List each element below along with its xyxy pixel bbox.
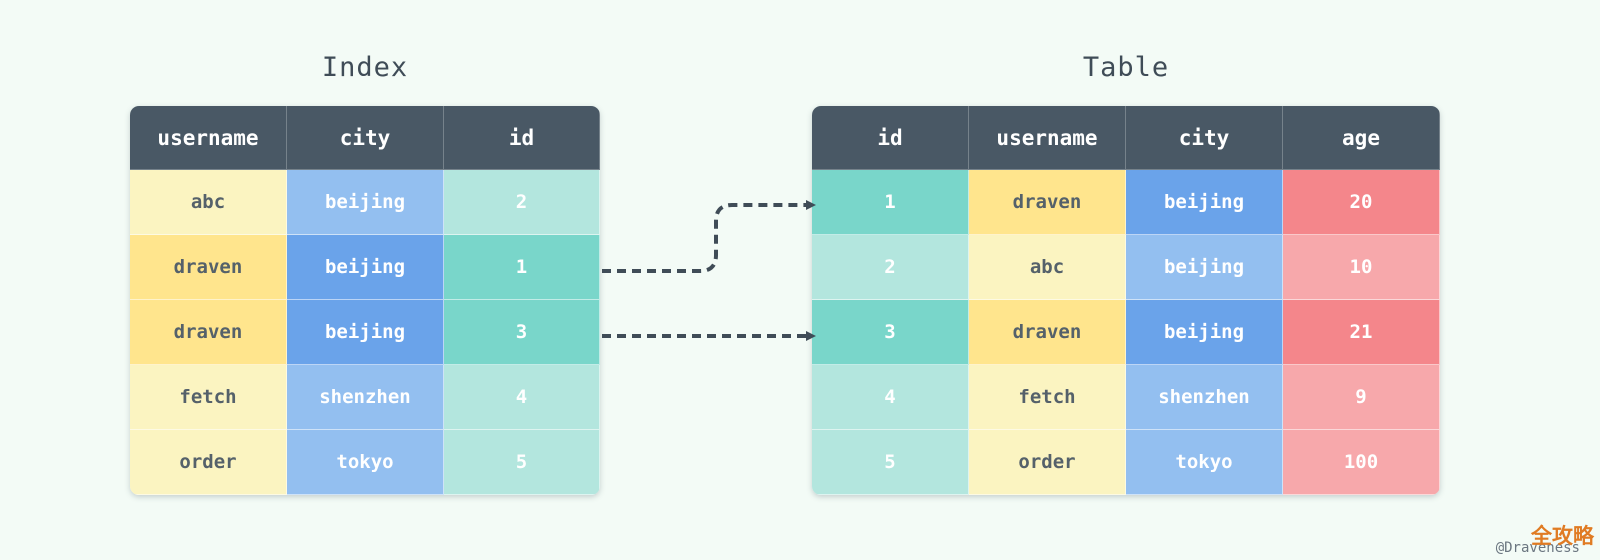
index-title: Index (321, 52, 409, 83)
table-cell: fetch (969, 365, 1126, 430)
table-cell: draven (969, 300, 1126, 365)
index-cell: abc (130, 170, 287, 235)
table-header-age: age (1283, 106, 1440, 170)
table-header-id: id (812, 106, 969, 170)
index-cell: beijing (287, 235, 444, 300)
index-cell: shenzhen (287, 365, 444, 430)
table-cell: 4 (812, 365, 969, 430)
author-watermark: @Draveness (1495, 540, 1580, 556)
index-table: username city id abc beijing 2 draven be… (130, 106, 600, 495)
index-header-username: username (130, 106, 287, 170)
table-header-username: username (969, 106, 1126, 170)
table-cell: 21 (1283, 300, 1440, 365)
index-cell: 2 (444, 170, 600, 235)
table-cell: tokyo (1126, 430, 1283, 495)
table-header-city: city (1126, 106, 1283, 170)
index-cell: tokyo (287, 430, 444, 495)
index-header-id: id (444, 106, 600, 170)
index-cell: beijing (287, 170, 444, 235)
table-cell: draven (969, 170, 1126, 235)
table-cell: 1 (812, 170, 969, 235)
table-cell: 3 (812, 300, 969, 365)
table-cell: 5 (812, 430, 969, 495)
index-cell: order (130, 430, 287, 495)
data-table: id username city age 1 draven beijing 20… (812, 106, 1440, 495)
index-cell: 4 (444, 365, 600, 430)
index-header-city: city (287, 106, 444, 170)
table-title: Table (1082, 52, 1170, 83)
table-cell: 20 (1283, 170, 1440, 235)
table-cell: beijing (1126, 300, 1283, 365)
table-cell: beijing (1126, 170, 1283, 235)
table-cell: abc (969, 235, 1126, 300)
table-cell: beijing (1126, 235, 1283, 300)
index-cell: fetch (130, 365, 287, 430)
index-cell: draven (130, 300, 287, 365)
index-cell: beijing (287, 300, 444, 365)
site-logo: 全攻略 (1531, 524, 1594, 548)
table-cell: shenzhen (1126, 365, 1283, 430)
index-cell: draven (130, 235, 287, 300)
index-cell: 3 (444, 300, 600, 365)
table-cell: 100 (1283, 430, 1440, 495)
table-cell: 9 (1283, 365, 1440, 430)
arrow-row-1 (602, 200, 816, 273)
table-cell: order (969, 430, 1126, 495)
table-cell: 2 (812, 235, 969, 300)
table-cell: 10 (1283, 235, 1440, 300)
index-cell: 1 (444, 235, 600, 300)
index-cell: 5 (444, 430, 600, 495)
